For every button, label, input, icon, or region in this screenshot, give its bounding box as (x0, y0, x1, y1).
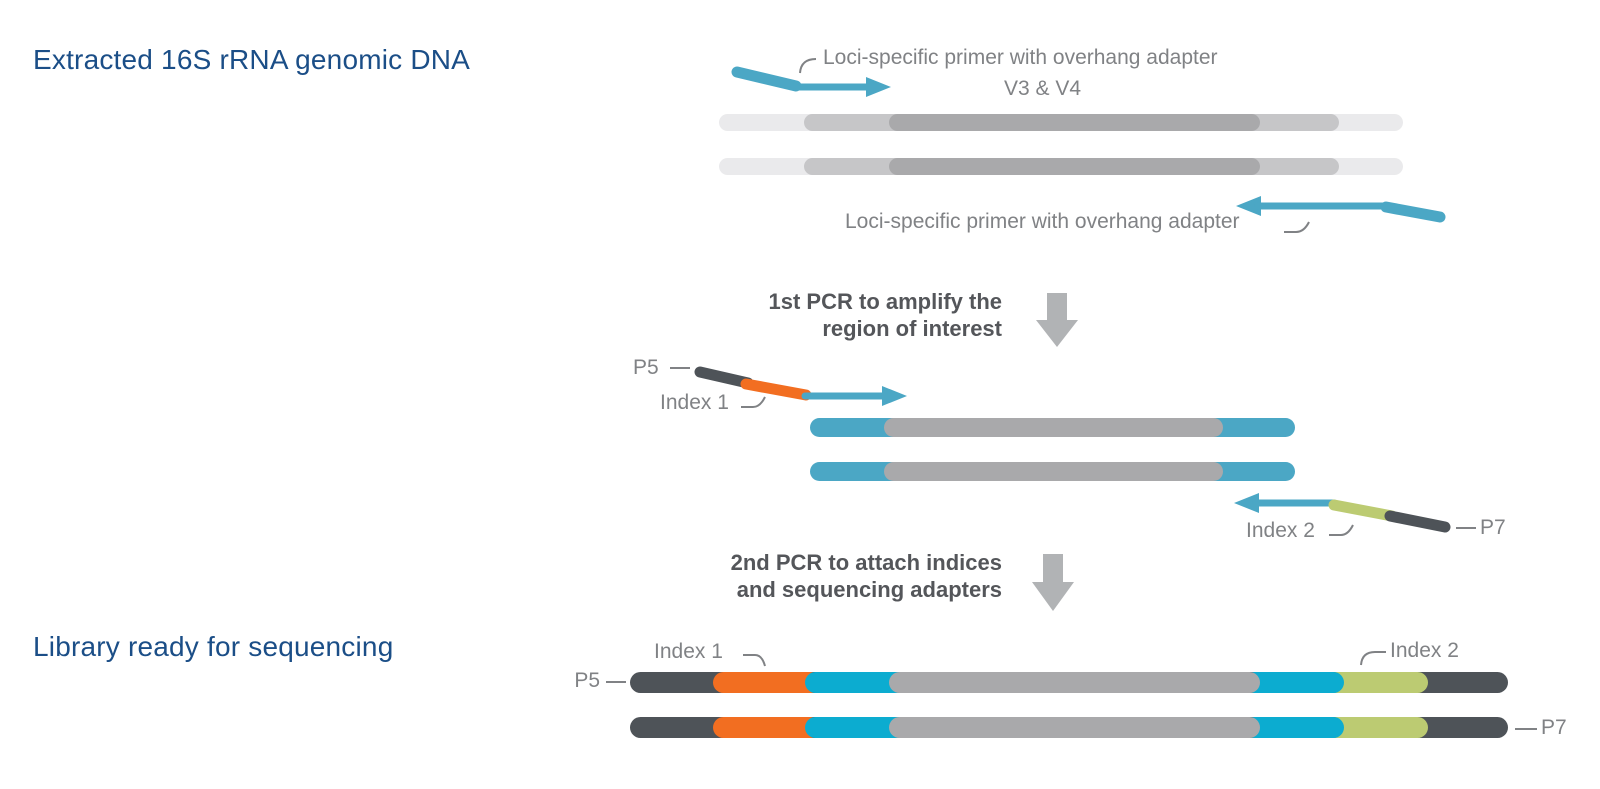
index1-label-tick (741, 396, 766, 408)
step2-arrowhead (1032, 582, 1074, 611)
library-index2-label: Index 2 (1390, 639, 1459, 662)
step1-caption: 1st PCR to amplify the region of interes… (702, 288, 1002, 342)
forward-primer-label: Loci-specific primer with overhang adapt… (823, 46, 1218, 69)
p5-index1-primer-icon (694, 366, 907, 406)
p7-adapter-segment (1384, 510, 1451, 533)
library-insert-segment (889, 672, 1260, 693)
reverse-primer-arrow-icon (1236, 196, 1446, 223)
library-primer-left-segment (805, 672, 909, 693)
p5-label: P5 (633, 356, 659, 379)
library-primer-right-segment (1244, 717, 1344, 738)
index2-label: Index 2 (1246, 519, 1315, 542)
library-index2-segment (1326, 717, 1428, 738)
reverse-primer-overhang (1380, 201, 1446, 223)
p5-adapter-segment (694, 366, 754, 389)
amplicon-insert (884, 418, 1223, 437)
amplicon-insert (884, 462, 1223, 481)
reverse-primer-arrowhead (1236, 196, 1261, 216)
step1-caption-line1: 1st PCR to amplify the (768, 289, 1002, 314)
library-index2-label-tick (1360, 651, 1386, 666)
library-primer-left-segment (805, 717, 909, 738)
step1-arrow-shaft (1047, 293, 1067, 320)
library-index1-segment (713, 672, 821, 693)
p7-index2-primer-icon (1234, 493, 1451, 533)
step2-down-arrow-icon (1032, 554, 1074, 611)
reverse-label-tick (1284, 221, 1310, 233)
library-index1-label: Index 1 (654, 640, 723, 663)
section-title-genomic: Extracted 16S rRNA genomic DNA (33, 44, 471, 75)
index1-segment (740, 378, 812, 401)
forward-primer-arrowhead (866, 77, 891, 97)
library-insert-segment (889, 717, 1260, 738)
forward-primer-overhang (731, 66, 802, 92)
step1-down-arrow-icon (1036, 293, 1078, 347)
p5-primer-arrowhead (882, 386, 907, 406)
library-p5-label: P5 (574, 669, 600, 692)
region-label-v3v4: V3 & V4 (1003, 77, 1082, 100)
reverse-primer-label: Loci-specific primer with overhang adapt… (845, 210, 1240, 233)
library-strand-2 (630, 717, 1508, 738)
genomic-target-region-segment (889, 114, 1260, 131)
library-p7-label: P7 (1541, 716, 1567, 739)
index1-label: Index 1 (660, 391, 729, 414)
section-title-library: Library ready for sequencing (33, 631, 394, 662)
forward-label-tick (799, 58, 817, 74)
amplicon-strand-2 (810, 462, 1295, 481)
genomic-target-region-segment (889, 158, 1260, 175)
step2-caption-line1: 2nd PCR to attach indices (730, 550, 1002, 575)
library-index1-label-tick (743, 654, 766, 667)
step1-arrowhead (1036, 320, 1078, 347)
p7-primer-arrowhead (1234, 493, 1259, 513)
amplicon-strand-1 (810, 418, 1295, 437)
genomic-dna-strand-1 (719, 114, 1403, 131)
index2-segment (1328, 499, 1398, 522)
p7-label: P7 (1480, 516, 1506, 539)
library-strand-1 (630, 672, 1508, 693)
forward-primer-arrow-icon (731, 66, 891, 97)
step1-caption-line2: region of interest (822, 316, 1002, 341)
library-index1-segment (713, 717, 821, 738)
genomic-dna-strand-2 (719, 158, 1403, 175)
library-index2-segment (1326, 672, 1428, 693)
step2-caption-line2: and sequencing adapters (736, 577, 1002, 602)
library-primer-right-segment (1244, 672, 1344, 693)
step2-caption: 2nd PCR to attach indices and sequencing… (700, 549, 1002, 603)
step2-arrow-shaft (1043, 554, 1063, 582)
index2-label-tick (1329, 524, 1354, 536)
